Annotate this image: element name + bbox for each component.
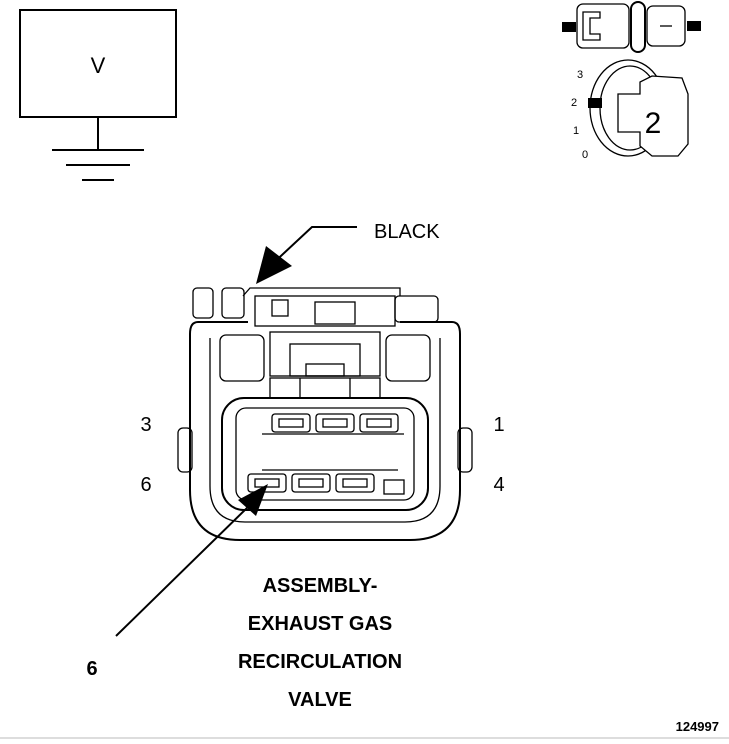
pin-arrowhead xyxy=(238,484,268,516)
view-number: 2 xyxy=(645,107,662,140)
terminal-2 xyxy=(315,413,355,433)
component-caption: ASSEMBLY- EXHAUST GAS RECIRCULATION VALV… xyxy=(238,575,402,711)
terminal-row-bottom xyxy=(247,469,405,495)
pin-label-bottom-left: 6 xyxy=(140,474,151,496)
view-indicator: 3 2 1 0 2 xyxy=(562,1,701,161)
voltage-box-label: V xyxy=(91,53,106,78)
pin-label-top-left: 3 xyxy=(140,414,151,436)
caption-line-3: RECIRCULATION xyxy=(238,651,402,673)
pin-label-bottom-right: 4 xyxy=(493,474,504,496)
ground-symbol: V xyxy=(19,9,177,181)
color-leader-line xyxy=(267,226,357,269)
connector-end-view-icon: 3 2 1 0 2 xyxy=(571,59,689,161)
caption-line-4: VALVE xyxy=(288,689,352,711)
connector-face xyxy=(177,287,473,541)
terminal-3 xyxy=(271,413,311,433)
pin-callout: 6 xyxy=(86,484,268,680)
terminal-4 xyxy=(335,473,375,493)
connector-side-view-icon xyxy=(562,1,701,53)
terminal-row-top xyxy=(262,413,404,435)
figure-id: 124997 xyxy=(676,719,719,734)
caption-line-2: EXHAUST GAS xyxy=(248,613,392,635)
scale-label-1: 1 xyxy=(573,125,579,137)
pin-callout-label: 6 xyxy=(86,658,97,680)
scale-label-0: 0 xyxy=(582,149,588,161)
color-callout: BLACK xyxy=(256,221,440,284)
pin-label-top-right: 1 xyxy=(493,414,504,436)
terminal-5 xyxy=(291,473,331,493)
connector-color-label: BLACK xyxy=(374,221,440,243)
caption-line-1: ASSEMBLY- xyxy=(263,575,378,597)
terminal-6 xyxy=(247,473,287,493)
scale-label-3: 3 xyxy=(577,69,583,81)
terminal-1 xyxy=(359,413,399,433)
color-arrowhead xyxy=(256,246,292,284)
pin-leader-line xyxy=(115,504,251,637)
scale-label-2: 2 xyxy=(571,97,577,109)
